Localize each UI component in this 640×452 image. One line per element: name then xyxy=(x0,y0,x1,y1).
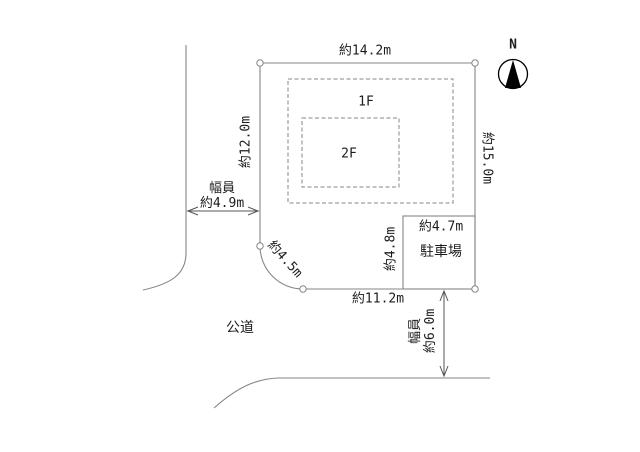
building-2f-label: 2F xyxy=(341,146,357,162)
plot-left-depth-label: 約12.0m xyxy=(238,115,254,169)
plot-top-width-label: 約14.2m xyxy=(338,43,392,59)
parking-outline xyxy=(402,215,476,290)
building-1f-label: 1F xyxy=(358,94,374,110)
plot-right-depth-label: 約15.0m xyxy=(479,131,495,185)
road-bottom-line xyxy=(213,377,490,409)
bottom-road-width-caption: 幅員 xyxy=(408,318,424,345)
left-road-width-value: 約4.9m xyxy=(199,196,245,211)
bottom-road-width-label: 幅員 約6.0m xyxy=(408,308,439,354)
parking-depth-label: 約4.8m xyxy=(383,226,399,272)
compass-n-label: N xyxy=(509,37,517,53)
bottom-road-width-arrow xyxy=(439,289,449,378)
left-road-width-caption: 幅員 xyxy=(208,181,235,197)
building-2f-outline xyxy=(301,117,400,188)
parking-name-label: 駐車場 xyxy=(420,243,462,260)
plot-bottom-width-label: 約11.2m xyxy=(351,291,405,307)
building-1f-outline xyxy=(287,78,454,204)
left-road-width-arrow xyxy=(186,206,260,216)
bottom-road-width-value: 約6.0m xyxy=(423,308,438,354)
public-road-label: 公道 xyxy=(226,319,254,336)
road-left-line xyxy=(142,45,187,291)
left-road-width-label: 幅員 約4.9m xyxy=(199,181,245,212)
north-compass-icon xyxy=(497,58,529,90)
boundary-corner-markers xyxy=(256,59,479,293)
parking-width-label: 約4.7m xyxy=(418,219,464,235)
